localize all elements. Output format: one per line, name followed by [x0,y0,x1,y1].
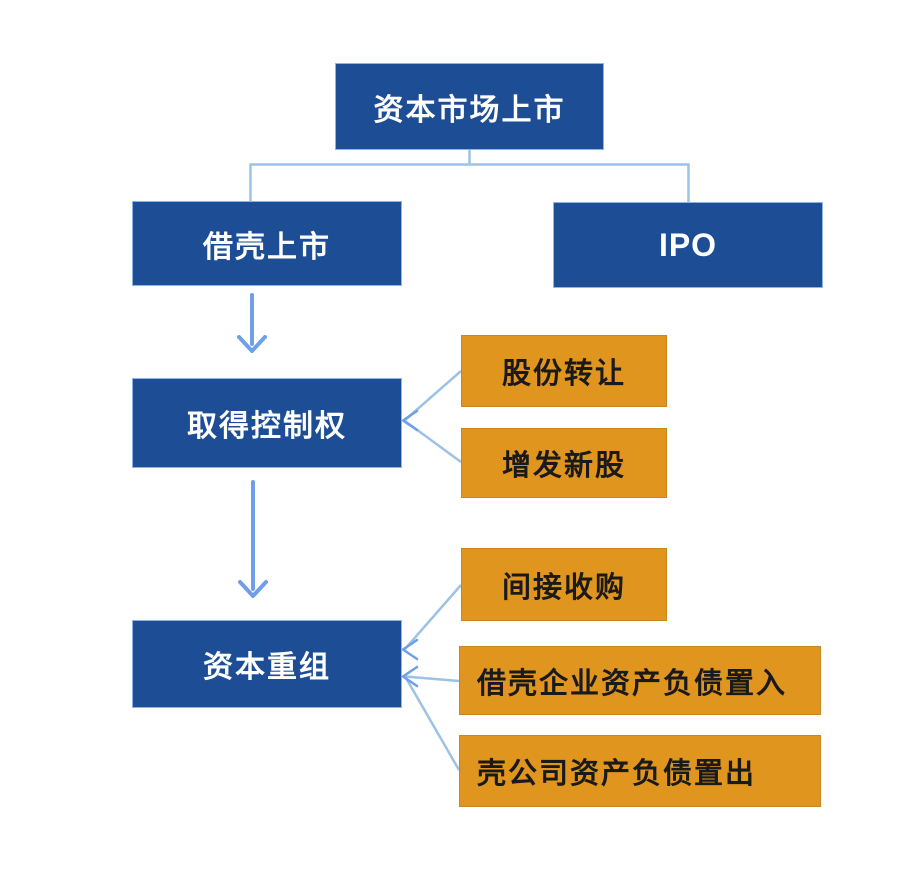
fan-connector [401,584,462,661]
node-indirect-acquisition: 间接收购 [461,548,667,621]
node-ipo: IPO [553,202,823,288]
node-label: 借壳企业资产负债置入 [477,667,788,700]
node-label: 资本重组 [203,651,331,684]
node-asset-liability-divestiture: 壳公司资产负债置出 [459,735,821,807]
left-arrowhead-icon [401,665,419,688]
node-obtain-control: 取得控制权 [132,378,402,468]
fan-connector [401,665,461,771]
node-label: 资本市场上市 [373,93,566,127]
node-issue-new-shares: 增发新股 [461,428,667,498]
left-arrowhead-icon [401,638,419,661]
fan-connector [401,370,462,464]
node-asset-liability-injection: 借壳企业资产负债置入 [459,646,821,715]
node-label: 股份转让 [501,358,626,390]
node-label: 增发新股 [501,450,626,482]
node-label: 壳公司资产负债置出 [477,758,757,790]
node-capital-restructuring: 资本重组 [132,620,402,708]
down-arrow-icon [238,480,268,598]
node-share-transfer: 股份转让 [461,335,667,407]
node-capital-market-listing: 资本市场上市 [335,63,604,150]
node-label: 借壳上市 [203,230,331,264]
down-arrow-icon [237,293,267,353]
node-label: 间接收购 [501,571,626,604]
node-label: 取得控制权 [187,410,347,443]
tree-connector [249,150,690,202]
node-label: IPO [658,226,718,263]
left-arrowhead-icon [401,409,419,432]
node-backdoor-listing: 借壳上市 [132,201,402,286]
